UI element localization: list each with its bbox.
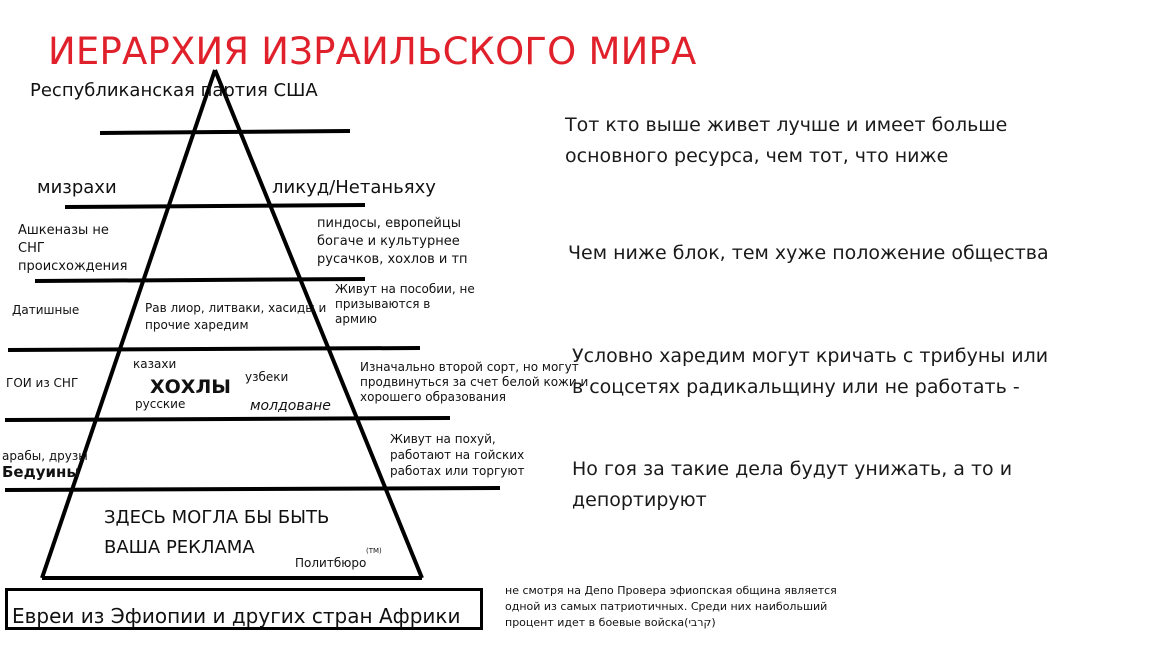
politburo-label: Политбюро (295, 556, 367, 570)
tier3-left-label: Датишные (12, 303, 80, 317)
tier-divider-3 (34, 277, 366, 283)
tier-divider-5 (4, 416, 451, 422)
note-4: Но гоя за такие дела будут унижать, а то… (572, 458, 1013, 511)
tier4-moldovane-label: молдоване (250, 398, 331, 414)
tier-divider-6 (4, 486, 501, 492)
tier-divider-4 (7, 346, 421, 352)
tier4-kazakhi-label: казахи (133, 357, 177, 371)
note-2: Чем ниже блок, тем хуже положение общест… (568, 242, 1049, 264)
tier4-uzbeki-label: узбеки (245, 370, 289, 384)
tier2-left-label: Ашкеназы не СНГ происхождения (18, 223, 128, 274)
page-title: ИЕРАРХИЯ ИЗРАИЛЬСКОГО МИРА (48, 30, 697, 73)
trademark-label: (TM) (366, 547, 382, 555)
pyramid-right-edge (213, 69, 424, 579)
tier-divider-2 (64, 203, 366, 209)
ethiopian-note: не смотря на Депо Провера эфиопская общи… (505, 584, 837, 629)
ethiopian-jews-label: Евреи из Эфиопии и других стран Африки (12, 604, 461, 628)
tier4-russkie-label: русские (135, 397, 186, 411)
note-3: Условно харедим могут кричать с трибуны … (572, 345, 1049, 398)
tier1-right-label: ликуд/Нетаньяху (272, 177, 436, 198)
ethiopian-jews-box (5, 588, 483, 630)
tier3-right-label: Живут на пособии, не призываются в армию (335, 282, 475, 326)
pyramid-left-edge (40, 69, 217, 579)
tier-divider-1 (99, 129, 351, 135)
tier2-right-label: пиндосы, европейцы богаче и культурнее р… (317, 216, 468, 267)
tier1-left-label: мизрахи (37, 177, 117, 198)
tier5-left-small-label: арабы, друзы (2, 449, 88, 463)
tier3-inner-label: Рав лиор, литваки, хасиды и прочие харед… (145, 301, 327, 332)
note-1: Тот кто выше живет лучше и имеет больше … (565, 114, 1008, 167)
tier5-right-label: Живут на похуй, работают на гойских рабо… (390, 432, 525, 478)
tier4-khokhly-label: ХОХЛЫ (150, 376, 231, 398)
ad-placeholder-label: ЗДЕСЬ МОГЛА БЫ БЫТЬ ВАША РЕКЛАМА (104, 507, 330, 558)
tier4-left-label: ГОИ из СНГ (6, 376, 79, 390)
tier5-left-bold-label: Бедуины (2, 463, 80, 481)
tier4-right-label: Изначально второй сорт, но могут продвин… (360, 360, 589, 404)
apex-label: Республиканская партия США (30, 80, 318, 101)
